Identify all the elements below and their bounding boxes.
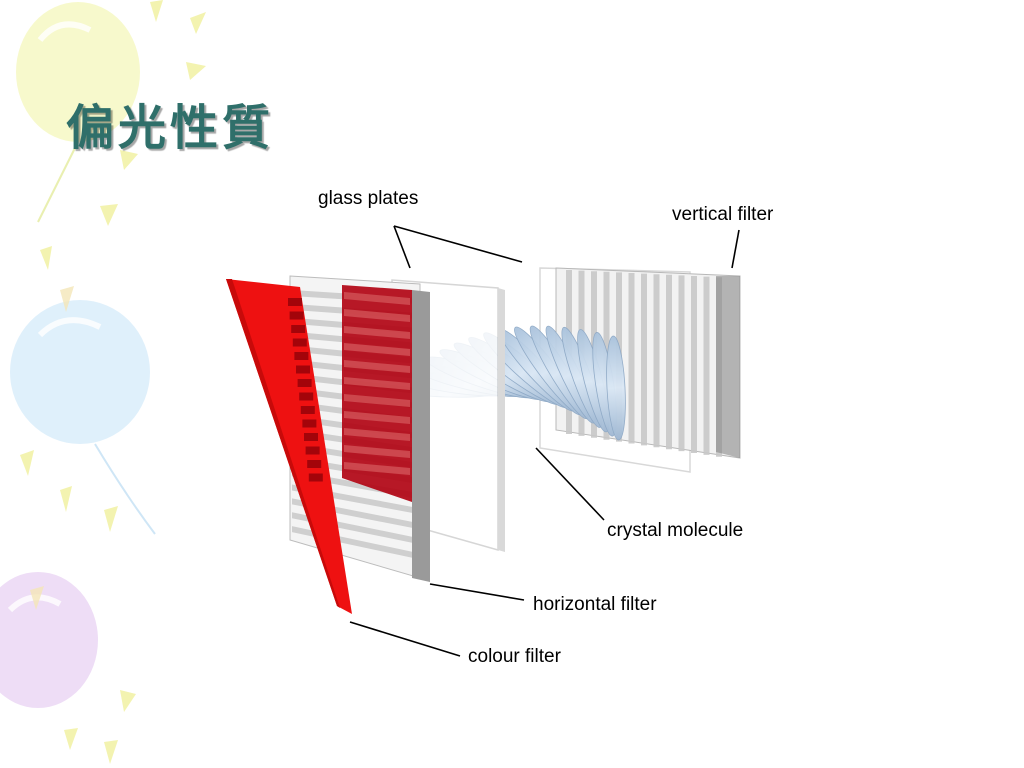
red-slat [344, 377, 410, 390]
colour-filter-leader [349, 621, 461, 657]
glass-plates-leader-right [393, 225, 523, 263]
balloon-purple-icon [0, 572, 98, 708]
vertical-slat [691, 276, 697, 453]
label-horizontal-filter: horizontal filter [533, 594, 657, 615]
red-slat [344, 445, 410, 458]
horizontal-filter-leader [429, 583, 525, 601]
vertical-slat [678, 275, 685, 452]
glass-plates-leader-left [393, 225, 411, 269]
red-slat [344, 411, 410, 424]
colour-filter-slot [307, 460, 322, 468]
red-slat [344, 428, 410, 441]
colour-filter-slot [302, 419, 317, 428]
balloon-yellow-icon [16, 2, 140, 142]
vertical-slat [703, 276, 710, 455]
colour-filter-slots [288, 298, 323, 482]
colour-filter [226, 279, 352, 614]
colour-filter-slot [304, 433, 318, 441]
colour-filter-slot [289, 311, 304, 320]
red-slat [344, 462, 410, 475]
vertical-slat [641, 273, 647, 446]
vertical-slat [653, 274, 660, 448]
colour-filter-slot [288, 298, 302, 306]
colour-filter-slot [305, 446, 320, 455]
colour-filter-slot [291, 325, 306, 333]
colour-filter-slot [297, 379, 312, 387]
label-colour-filter: colour filter [468, 646, 562, 667]
colour-filter-slot [296, 365, 310, 374]
red-slat [344, 394, 410, 407]
crystal-molecule [606, 335, 626, 441]
red-slat [344, 309, 410, 322]
label-glass-plates: glass plates [318, 188, 418, 209]
vertical-filter-leader [731, 229, 740, 269]
colour-filter-slot [292, 338, 307, 347]
vertical-slat [628, 273, 635, 444]
label-crystal-molecule: crystal molecule [607, 520, 743, 541]
colour-filter-slot [299, 392, 314, 401]
horizontal-filter-red-slats [344, 292, 410, 475]
colour-filter-slot [308, 473, 323, 482]
colour-filter-slot [300, 406, 315, 414]
label-vertical-filter: vertical filter [672, 204, 774, 225]
crystal-molecule-leader [535, 447, 605, 521]
red-slat [344, 343, 410, 356]
balloon-blue-icon [10, 300, 150, 444]
vertical-slat [666, 274, 672, 450]
red-slat [344, 326, 410, 339]
slide-title: 偏光性質 [66, 100, 275, 156]
red-slat [344, 292, 410, 305]
red-slat [344, 360, 410, 373]
colour-filter-slot [294, 352, 309, 360]
